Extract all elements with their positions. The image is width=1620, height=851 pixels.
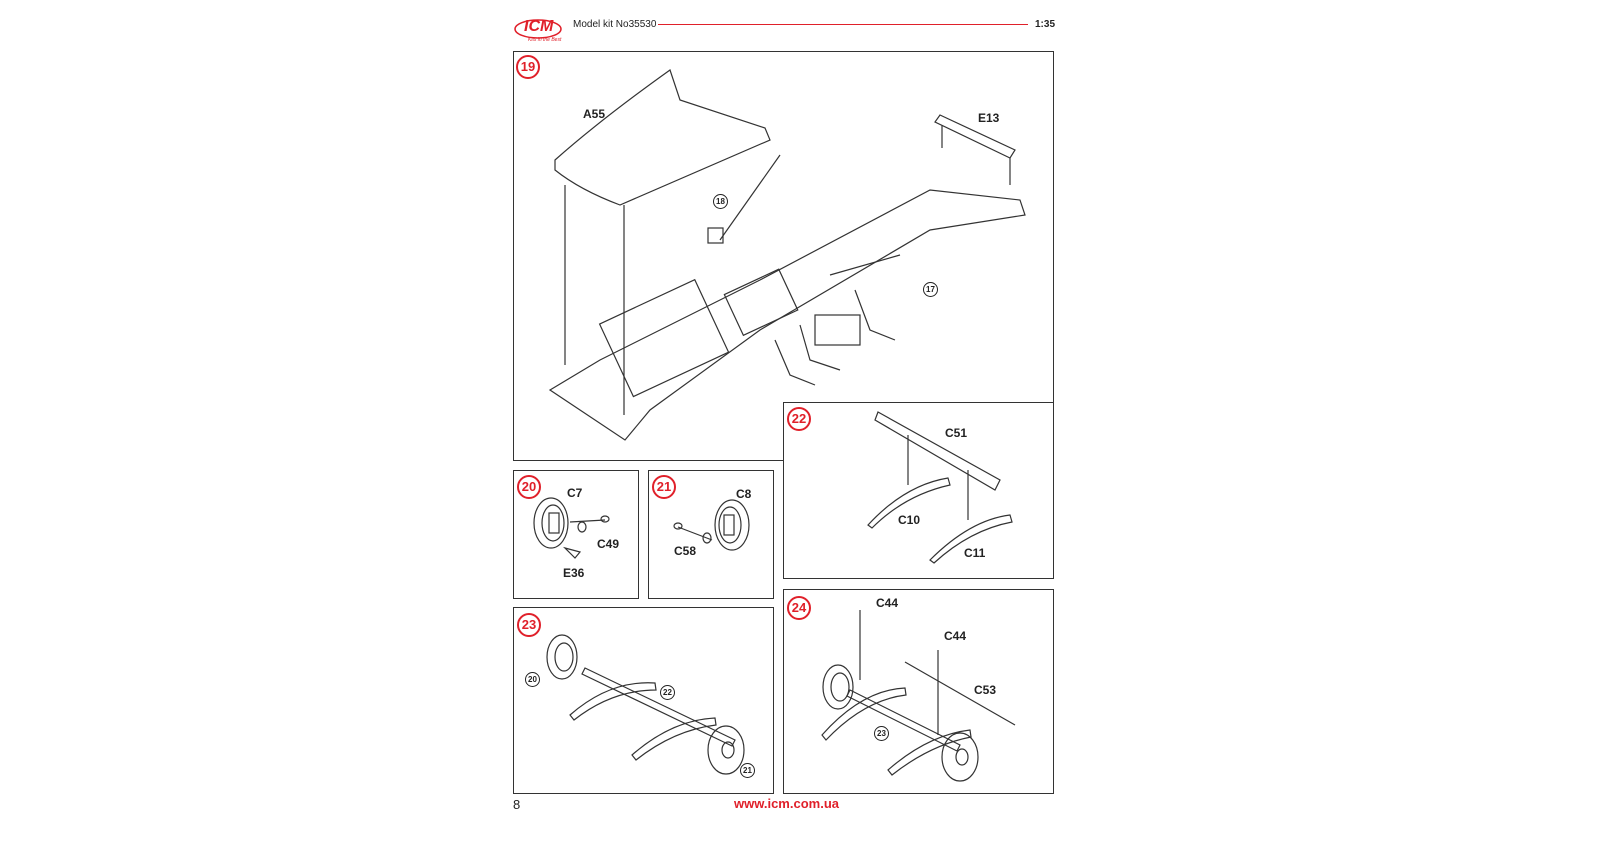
part-label-c44-second: C44 <box>944 629 967 643</box>
step-number-23: 23 <box>517 613 541 637</box>
step-ref-17: 17 <box>923 282 938 297</box>
step-number-20: 20 <box>517 475 541 499</box>
icm-logo: ICM Kits in the Best <box>514 16 566 44</box>
step-ref-23: 23 <box>874 726 889 741</box>
step-ref-22: 22 <box>660 685 675 700</box>
step-number-24: 24 <box>787 596 811 620</box>
part-label-c51: C51 <box>945 426 968 440</box>
part-label-c58: C58 <box>674 544 697 558</box>
step-22-panel <box>783 402 1054 579</box>
step-number-22: 22 <box>787 407 811 431</box>
part-label-c49: C49 <box>597 537 620 551</box>
part-label-c11: C11 <box>964 546 986 560</box>
step-number-19: 19 <box>516 55 540 79</box>
part-label-c8: C8 <box>736 487 752 501</box>
step-ref-18: 18 <box>713 194 728 209</box>
part-label-e36: E36 <box>563 566 585 580</box>
website-link[interactable]: www.icm.com.ua <box>734 796 839 811</box>
part-label-c53: C53 <box>974 683 997 697</box>
page-number: 8 <box>513 797 521 812</box>
scale-label: 1:35 <box>1035 19 1056 30</box>
header-rule <box>658 24 1028 25</box>
part-label-c10: C10 <box>898 513 921 527</box>
step-24-panel <box>783 589 1054 794</box>
step-23-panel <box>513 607 774 794</box>
logo-text: ICM <box>524 18 554 35</box>
step-number-21: 21 <box>652 475 676 499</box>
part-label-a55: A55 <box>583 107 606 121</box>
part-label-c7: C7 <box>567 486 583 500</box>
step-ref-21: 21 <box>740 763 755 778</box>
part-label-e13: E13 <box>978 111 1000 125</box>
logo-tagline: Kits in the Best <box>528 37 562 43</box>
part-label-c44-top: C44 <box>876 596 899 610</box>
kit-title: Model kit No35530 <box>573 19 657 30</box>
step-ref-20: 20 <box>525 672 540 687</box>
